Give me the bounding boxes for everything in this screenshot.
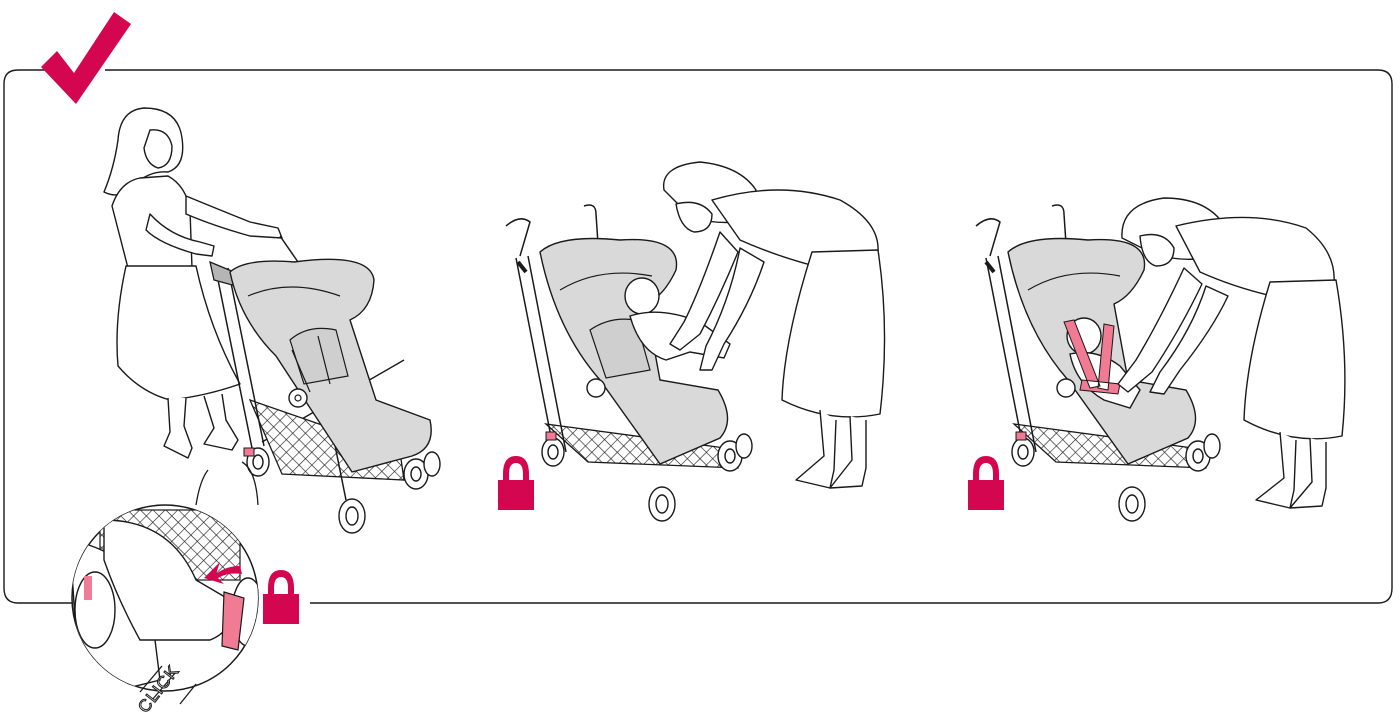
- panel-step-2: [498, 162, 885, 521]
- stroller: [210, 236, 440, 533]
- padlock-icon: [263, 570, 299, 624]
- panel-step-1: [104, 108, 440, 533]
- panel-step-3: [968, 198, 1345, 521]
- padlock-icon: [498, 456, 534, 510]
- brake-inset: CLICK: [70, 505, 264, 716]
- checkmark-icon: [41, 12, 131, 104]
- padlock-icon: [968, 456, 1004, 510]
